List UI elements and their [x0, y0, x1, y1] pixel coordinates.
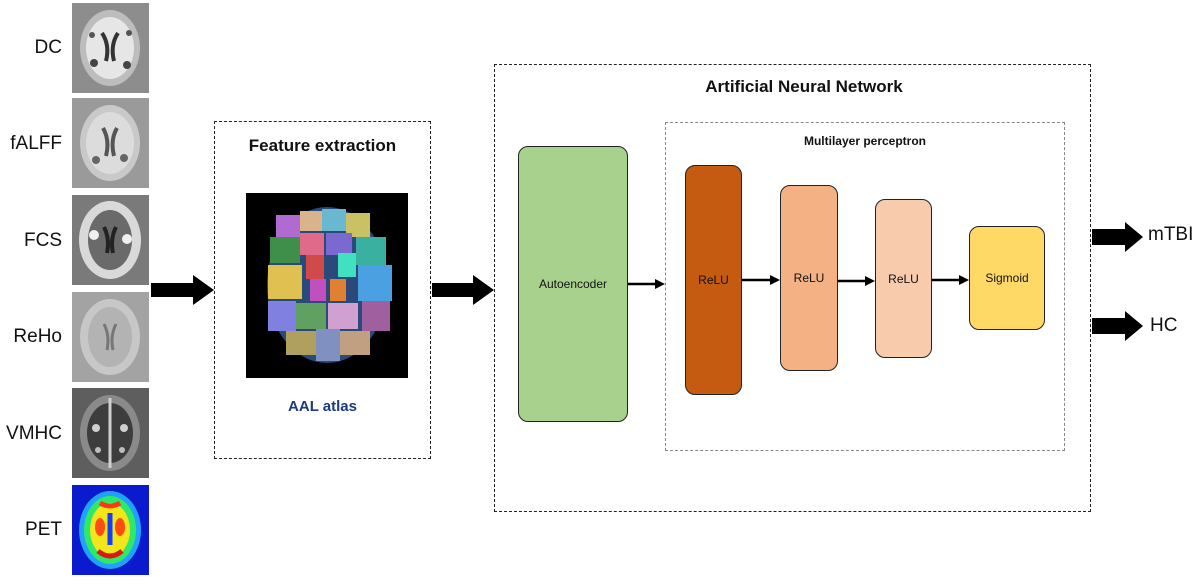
dc-brain-slice-icon [72, 3, 149, 93]
fcs-brain-slice-icon [72, 195, 149, 285]
relu-layer-3-label: ReLU [888, 271, 919, 286]
output-label-mtbi: mTBI [1148, 224, 1194, 245]
relu-layer-1: ReLU [685, 165, 742, 395]
modality-label-pet: PET [25, 519, 62, 540]
pet-brain-slice-icon [72, 485, 149, 575]
sigmoid-layer: Sigmoid [969, 226, 1045, 330]
reho-brain-slice-icon [72, 292, 149, 382]
autoencoder-node: Autoencoder [518, 146, 628, 422]
modality-label-dc: DC [34, 37, 62, 58]
mlp-box [665, 122, 1065, 451]
modality-label-reho: ReHo [13, 326, 62, 347]
input-to-feature-arrow [151, 275, 214, 305]
falff-brain-slice-icon [72, 98, 149, 188]
relu-layer-2: ReLU [780, 185, 838, 371]
relu-layer-1-label: ReLU [698, 273, 729, 287]
vmhc-brain-slice-icon [72, 388, 149, 478]
modality-label-falff: fALFF [10, 133, 62, 154]
aal-atlas-brain-parcellation-icon [246, 193, 408, 378]
relu-layer-3: ReLU [875, 199, 932, 358]
feature-extraction-title: Feature extraction [248, 136, 397, 155]
output-label-hc: HC [1150, 315, 1178, 336]
modality-label-fcs: FCS [24, 230, 62, 251]
modality-label-vmhc: VMHC [6, 423, 62, 444]
sigmoid-layer-label: Sigmoid [985, 271, 1029, 285]
feature-extraction-box [214, 121, 431, 459]
mlp-title: Multilayer perceptron [803, 134, 927, 148]
autoencoder-label: Autoencoder [538, 277, 608, 291]
ann-box [494, 64, 1091, 512]
relu-layer-2-label: ReLU [793, 271, 825, 285]
output-mtbi-arrow [1092, 222, 1143, 252]
ann-title: Artificial Neural Network [705, 77, 903, 96]
feature-to-ann-arrow [432, 275, 494, 305]
output-hc-arrow [1092, 311, 1143, 341]
atlas-label: AAL atlas [288, 398, 357, 415]
